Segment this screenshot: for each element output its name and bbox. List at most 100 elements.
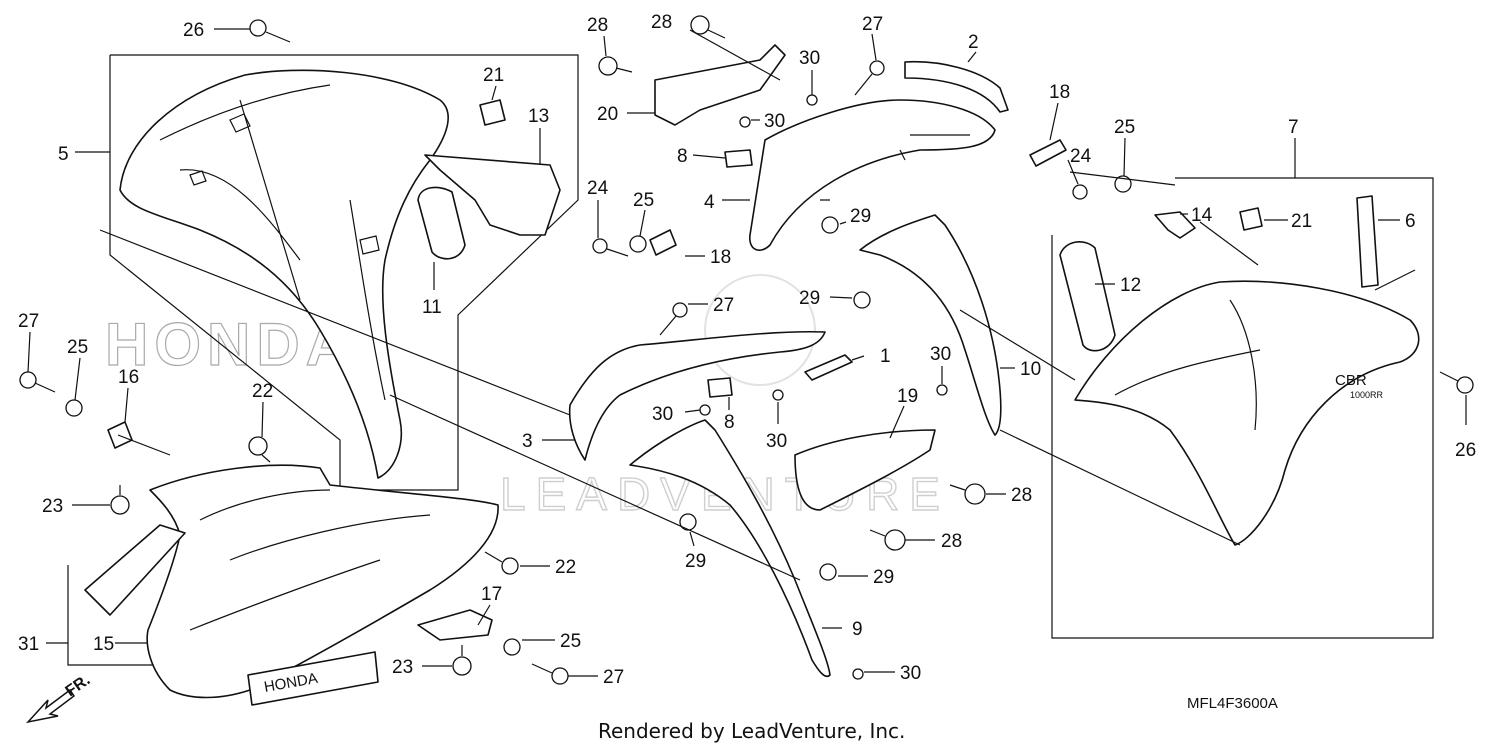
callout-18-right: 18 xyxy=(1049,82,1070,103)
callout-30-a: 30 xyxy=(799,48,820,69)
callout-30-b: 30 xyxy=(764,111,785,132)
part-16-clip xyxy=(107,421,133,449)
clip-28-a xyxy=(690,15,726,39)
part-2-trim-strip xyxy=(904,60,1009,113)
screw-24-b xyxy=(1072,184,1088,200)
grommet-25-c xyxy=(1114,175,1132,193)
cbr-decal-text: CBR xyxy=(1335,372,1367,389)
callout-21-right: 21 xyxy=(1291,211,1312,232)
callout-20: 20 xyxy=(597,104,618,125)
assembly-lines xyxy=(99,29,1416,581)
clip-28-b xyxy=(598,56,633,76)
callout-21-left: 21 xyxy=(483,65,504,86)
callout-8-upper: 8 xyxy=(677,146,688,167)
callout-22-top: 22 xyxy=(252,381,273,402)
screw-27-top xyxy=(854,60,885,96)
diagram-code: MFL4F3600A xyxy=(1187,695,1278,712)
part-8-pad-lower xyxy=(707,377,733,398)
callout-19: 19 xyxy=(897,386,918,407)
callout-9: 9 xyxy=(852,619,863,640)
callout-24-right: 24 xyxy=(1070,146,1092,167)
callout-23-left: 23 xyxy=(42,496,63,517)
callout-30-e: 30 xyxy=(766,431,787,452)
screw-30-c xyxy=(936,384,948,396)
callout-7: 7 xyxy=(1288,117,1299,138)
screw-22-b xyxy=(484,551,519,575)
callout-26-top: 26 xyxy=(183,20,204,41)
part-15-lower-cowl: HONDA xyxy=(146,464,499,706)
part-8-pad-upper xyxy=(724,149,753,168)
screw-30-b xyxy=(739,116,751,128)
callout-24-left: 24 xyxy=(587,178,609,199)
callout-27-bottom: 27 xyxy=(603,667,624,688)
callout-4: 4 xyxy=(704,192,715,213)
part-1-trim-clip xyxy=(804,354,853,381)
clip-29-b xyxy=(853,291,871,309)
frame-right-cowl xyxy=(1051,177,1434,639)
part-31-decal-strip xyxy=(84,524,186,616)
callout-5: 5 xyxy=(58,144,69,165)
callout-13: 13 xyxy=(528,106,549,127)
callout-30-d: 30 xyxy=(652,404,673,425)
callout-28-left: 28 xyxy=(587,15,608,36)
screw-30-d xyxy=(699,404,711,416)
screw-22-a xyxy=(248,436,271,463)
screw-27-bottom xyxy=(531,663,569,685)
callout-16: 16 xyxy=(118,367,139,388)
part-19-bracket-cover xyxy=(794,429,936,511)
callout-6: 6 xyxy=(1405,211,1416,232)
part-14-seal xyxy=(1154,211,1196,239)
screw-30-e xyxy=(772,389,784,401)
part-middle-cowl-left xyxy=(119,69,449,479)
screw-27-mid xyxy=(659,302,688,336)
clip-28-c xyxy=(949,483,986,505)
grommet-25-d xyxy=(503,638,521,656)
part-9-long-inner-panel xyxy=(629,419,831,678)
part-18-clip-mid xyxy=(649,229,677,256)
callout-2: 2 xyxy=(968,32,979,53)
callouts: 1 2 3 4 5 6 7 8 8 9 10 11 12 13 14 15 16 xyxy=(18,12,1476,688)
front-direction-indicator: FR. xyxy=(25,672,93,724)
callout-14: 14 xyxy=(1191,205,1213,226)
grommet-25-a xyxy=(65,399,83,417)
callout-30-f: 30 xyxy=(900,663,921,684)
part-13-inner-panel xyxy=(424,154,561,236)
callout-29-bottom-right: 29 xyxy=(873,567,894,588)
callout-25-bottom: 25 xyxy=(560,631,581,652)
callout-10: 10 xyxy=(1020,359,1041,380)
frame-left-cowl xyxy=(109,54,579,491)
callout-31: 31 xyxy=(18,634,39,655)
callout-12: 12 xyxy=(1120,275,1141,296)
part-7-middle-cowl-right: CBR 1000RR xyxy=(1074,280,1420,546)
part-21-clip-left xyxy=(479,99,506,126)
callout-17: 17 xyxy=(481,584,502,605)
part-11-grommet-plate xyxy=(417,186,466,260)
screw-30-f xyxy=(852,668,864,680)
screw-26-top xyxy=(249,19,291,43)
front-arrow-icon xyxy=(25,688,76,724)
fasteners xyxy=(19,15,1474,685)
part-21-clip-right xyxy=(1239,207,1263,231)
callout-27-top: 27 xyxy=(862,14,883,35)
screw-24-a xyxy=(592,238,629,257)
clip-29-d xyxy=(819,563,837,581)
part-10-inner-side-panel xyxy=(859,214,1002,436)
callout-22-right: 22 xyxy=(555,557,576,578)
callout-27-mid: 27 xyxy=(713,295,734,316)
callout-25-left: 25 xyxy=(67,337,88,358)
part-17-bracket xyxy=(417,609,493,641)
screw-30-a xyxy=(806,94,818,106)
grommet-25-b xyxy=(629,235,647,253)
clip-28-d xyxy=(869,529,906,551)
footer-credit: Rendered by LeadVenture, Inc. xyxy=(598,719,905,743)
callout-18-mid: 18 xyxy=(710,247,731,268)
callout-29-bottom-left: 29 xyxy=(685,551,706,572)
callout-29-top: 29 xyxy=(850,206,871,227)
callout-27-left: 27 xyxy=(18,311,39,332)
screw-23-b xyxy=(452,645,472,676)
callout-28-top: 28 xyxy=(651,12,672,33)
callout-1: 1 xyxy=(880,346,891,367)
screw-26-right xyxy=(1439,371,1474,394)
callout-8-lower: 8 xyxy=(724,412,735,433)
